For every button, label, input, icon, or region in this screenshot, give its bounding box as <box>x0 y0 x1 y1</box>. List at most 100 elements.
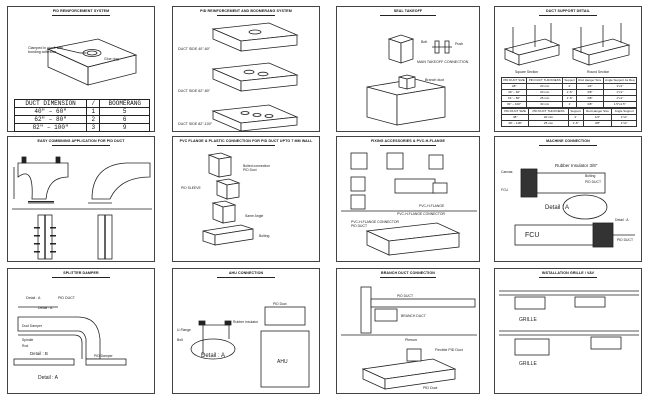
fcu-unit-label: FCU <box>525 232 539 239</box>
panel-title: AHU CONNECTION <box>228 271 264 275</box>
u-flange-label: U-Flange <box>177 328 191 332</box>
detail-a-label: Detail : A <box>201 353 225 359</box>
panel-pid-reinforcement: PID REINFORCEMENT SYSTEM Clamped in plac… <box>7 6 155 132</box>
panel-title: FIXING ACCESSORIES & PVC-H-FLANGE <box>370 139 446 143</box>
panel-title: INSTALLATION GRILLE / VAV <box>541 271 595 275</box>
bolt-label: Bolt <box>177 338 183 342</box>
pid-duct-label-bottom: PID DUCT <box>617 238 633 242</box>
fcu-label: FCU <box>501 188 509 192</box>
callout-line-1: Clamped in place with <box>28 46 63 50</box>
duct-size-label: DUCT SIDE 82"-100" <box>178 122 213 126</box>
pid-sleeve-label: PID SLEEVE <box>181 186 202 190</box>
push-label: Push <box>455 42 463 46</box>
detail-a-label: Detail : A <box>545 205 569 211</box>
panel-title: PVC FLANGE & PLASTIC CONNECTION FOR PID … <box>179 139 313 143</box>
same-angle-label: Same Angle <box>245 214 263 218</box>
panel-title: SEAL TAKEOFF <box>393 9 423 13</box>
fixing-drawing: PVC-H-FLANGE PVC-H-FLANGE CONNECTOR PVC-… <box>341 152 477 256</box>
panel-title: PID REINFORCEMENT AND BOOMERANG SYSTEM <box>200 9 292 13</box>
grille-label-2: GRILLE <box>519 361 537 367</box>
splitter-drawing: Detail : A PID DUCT Detail : A Duct Damp… <box>13 296 127 381</box>
grille-drawing: GRILLE GRILLE <box>499 290 639 367</box>
panel-pvc-flange: PVC FLANGE & PLASTIC CONNECTION FOR PID … <box>172 136 320 262</box>
pid-duct-label: PID Duct <box>273 302 287 306</box>
plenum-title: Plenum <box>405 338 417 342</box>
callout-line-2: bonding adhesive <box>28 50 56 54</box>
panel-splitter-damper: SPLITTER DAMPER Detail : A PID DUCT Deta… <box>7 268 155 394</box>
pid-duct-label: PID DUCT <box>397 294 413 298</box>
table-header: / <box>86 99 101 108</box>
bolting-label: Bolting <box>259 234 269 238</box>
panel-machine-connection: MACHINE CONNECTION Rubber Insulator 3/8"… <box>494 136 642 262</box>
panel-title: MACHINE CONNECTION <box>546 139 590 143</box>
duct-damper-label: Duct Damper <box>22 324 43 328</box>
detail-a-bottom-label: Detail : A <box>38 375 59 381</box>
pid-duct-label: PID Duct <box>243 168 257 172</box>
glue-ring-label: Glue ring <box>104 57 119 61</box>
panel-branch-duct: BRANCH DUCT CONNECTION PID DUCT BRANCH D… <box>336 268 480 394</box>
duct-size-label: DUCT SIDE 62"-80" <box>178 89 211 93</box>
bolted-connection-label: Bolted connection <box>243 164 270 168</box>
duct-sections-drawing: DUCT SIDE 40"-60" DUCT SIDE 62"-80" DUCT… <box>178 22 299 132</box>
grille-label: GRILLE <box>519 317 537 323</box>
bolt-label: Bolt <box>421 40 427 44</box>
panel-title: DUCT SUPPORT DETAIL <box>546 9 590 13</box>
rubber-insulator-label: Rubber Insulator 3/8" <box>555 163 598 168</box>
canvas-label: Canvas <box>501 170 513 174</box>
detail-a-label: Detail : A <box>26 296 41 300</box>
panel-installation-grille: INSTALLATION GRILLE / VAV GRILLE GRILLE <box>494 268 642 394</box>
detail-a-label-small: Detail : A <box>615 218 629 222</box>
machine-connection-drawing: Rubber Insulator 3/8" Canvas Bolting PID… <box>501 163 635 248</box>
pvc-flange-label: PVC-H-FLANGE <box>419 204 445 208</box>
takeoff-drawing: Bolt Push MAIN TAKEOFF CONNECTION Branch… <box>366 34 469 126</box>
spindle-label: Spindle <box>22 338 33 342</box>
branch-drawing: PID DUCT BRANCH DUCT Plenum Flexible PID… <box>341 286 477 390</box>
elbow-drawing <box>12 156 152 260</box>
panel-title: SPLITTER DAMPER <box>63 271 99 275</box>
pid-damper-label: PID Damper <box>94 354 114 358</box>
table-header: DUCT DIMENSION <box>13 99 88 108</box>
pvc-flange-connector-title: PVC-H-FLANGE CONNECTOR <box>397 212 446 216</box>
duct-size-label: DUCT SIDE 40"-60" <box>178 47 211 51</box>
flexible-duct-label: Flexible PID Duct <box>435 348 463 352</box>
detail-b-label: Detail : B <box>30 351 48 356</box>
ahu-drawing: U-Flange Rubber Insulator Bolt PID Duct … <box>177 302 310 388</box>
pvc-h-flange-label: PVC-H-FLANGE CONNECTOR <box>351 220 400 224</box>
panel-title: BRANCH DUCT CONNECTION <box>381 271 435 275</box>
branch-label: Branch duct <box>425 78 444 82</box>
detail-a-label-2: Detail : A <box>38 306 53 310</box>
branch-duct-label: BRANCH DUCT <box>401 314 426 318</box>
panel-title: EASY COMBINING APPLICATION FOR PID DUCT <box>37 139 125 143</box>
takeoff-caption: MAIN TAKEOFF CONNECTION <box>417 60 469 64</box>
panel-title: PID REINFORCEMENT SYSTEM <box>52 9 110 13</box>
isometric-duct-drawing: Clamped in place with bonding adhesive G… <box>28 38 138 86</box>
panel-duct-support: DUCT SUPPORT DETAIL Square Section Round… <box>494 6 642 132</box>
pid-duct-label: PID DUCT <box>351 224 367 228</box>
round-section-caption: Round Section <box>587 70 609 74</box>
table-header: BOOMERANG <box>99 99 150 108</box>
ahu-label: AHU <box>277 359 288 365</box>
pid-duct-label: PID DUCT <box>58 296 76 300</box>
panel-seal-takeoff: SEAL TAKEOFF Bolt Push MAIN TAKEOFF CONN… <box>336 6 480 132</box>
rod-label: Rod <box>22 344 28 348</box>
bolting-label: Bolting <box>585 174 595 178</box>
flange-drawing: Bolted connection PID Duct PID SLEEVE Sa… <box>181 152 270 246</box>
support-drawing: Square Section Round Section <box>503 23 631 74</box>
pid-duct-label: PID DUCT <box>585 180 601 184</box>
panel-easy-combining: EASY COMBINING APPLICATION FOR PID DUCT <box>7 136 155 262</box>
square-section-caption: Square Section <box>515 70 538 74</box>
rubber-insulator-label: Rubber Insulator <box>233 320 259 324</box>
pid-duct-bottom-label: PID Duct <box>423 386 437 390</box>
panel-boomerang-system: PID REINFORCEMENT AND BOOMERANG SYSTEM <box>172 6 320 132</box>
panel-ahu-connection: AHU CONNECTION U-Flange Rubber Insulator… <box>172 268 320 394</box>
panel-fixing-accessories: FIXING ACCESSORIES & PVC-H-FLANGE PVC-H-… <box>336 136 480 262</box>
